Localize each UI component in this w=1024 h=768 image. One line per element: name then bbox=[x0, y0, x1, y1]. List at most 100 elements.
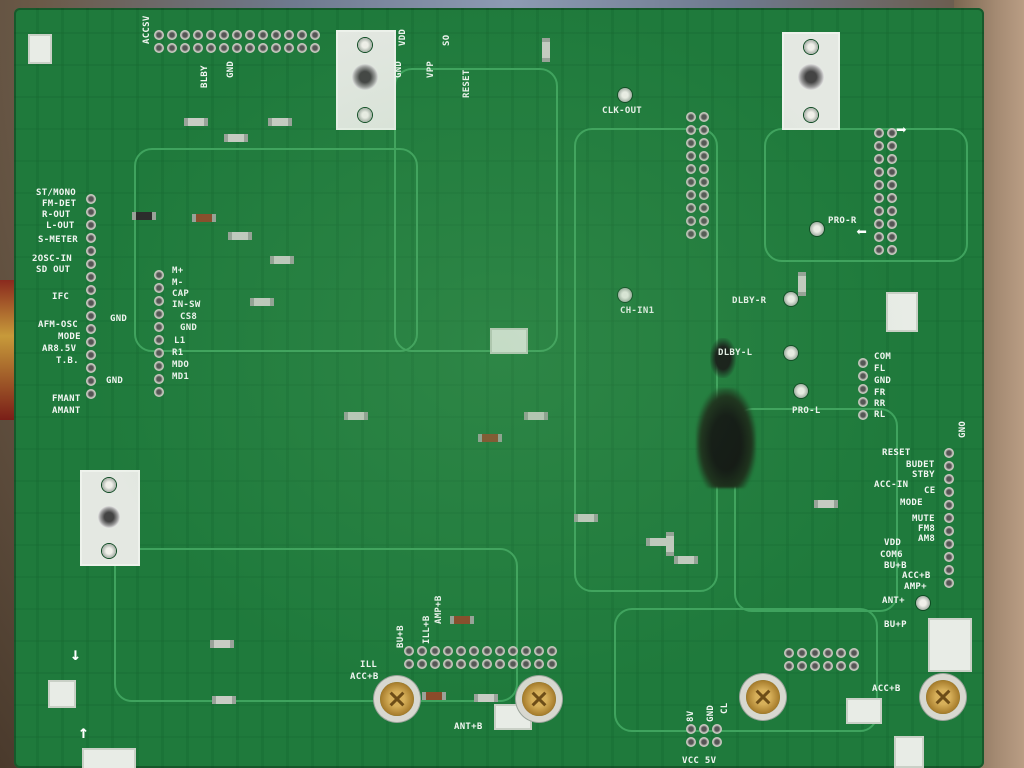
burn-mark bbox=[696, 388, 756, 488]
silk-label-acc-b-bottom-right: ACC+B bbox=[872, 684, 901, 694]
arrow-up-icon: ↑ bbox=[78, 722, 89, 743]
smd-component bbox=[542, 38, 550, 62]
arrow-down-icon: ↓ bbox=[70, 644, 81, 665]
silk-label-l-out: L-OUT bbox=[46, 221, 75, 231]
test-point-ch-in1 bbox=[618, 288, 632, 302]
silk-label-md1: MD1 bbox=[172, 372, 190, 382]
silk-label-ant-plus: ANT+ bbox=[882, 596, 905, 606]
copper-trace bbox=[574, 128, 718, 592]
silk-label-vdd-right: VDD bbox=[884, 538, 902, 548]
silk-label-st-mono: ST/MONO bbox=[36, 188, 77, 198]
silk-label-gnd-right: GND bbox=[874, 376, 892, 386]
silk-label-cs8: CS8 bbox=[180, 312, 198, 322]
smd-component bbox=[228, 232, 252, 240]
silk-label-accsv: ACCSV bbox=[142, 15, 152, 44]
silk-label-gnd-top: GND bbox=[226, 60, 236, 78]
connector-header-bottom bbox=[404, 646, 557, 669]
test-pad-block bbox=[490, 328, 528, 354]
silk-label-dlby-l: DLBY-L bbox=[718, 348, 753, 358]
silk-label-rr: RR bbox=[874, 399, 886, 409]
silk-label-ill-b: ILL+B bbox=[422, 615, 432, 644]
mounting-hole bbox=[98, 506, 120, 528]
connector-header-chip bbox=[686, 112, 709, 239]
solder-pad bbox=[804, 40, 818, 54]
silk-label-mdo: MDO bbox=[172, 360, 190, 370]
silk-label-in-sw: IN-SW bbox=[172, 300, 201, 310]
smd-component bbox=[478, 434, 502, 442]
mounting-frame-top-right bbox=[782, 32, 840, 130]
solder-pad bbox=[102, 478, 116, 492]
silk-label-vdd: VDD bbox=[398, 28, 408, 46]
silk-label-gnd-bottom: GND bbox=[706, 704, 716, 722]
silk-label-com: COM bbox=[874, 352, 892, 362]
mounting-hole bbox=[798, 64, 824, 90]
smd-component bbox=[192, 214, 216, 222]
silk-label-acc-b-bottom: ACC+B bbox=[350, 672, 379, 682]
copper-trace bbox=[734, 408, 898, 612]
connector-header-right-lower bbox=[858, 358, 868, 420]
silk-label-mode-left: MODE bbox=[58, 332, 81, 342]
silk-label-afm-osc: AFM-OSC bbox=[38, 320, 79, 330]
test-point-pro-l bbox=[794, 384, 808, 398]
mounting-hole bbox=[352, 64, 378, 90]
silk-label-am8: AM8 bbox=[918, 534, 936, 544]
smd-component bbox=[270, 256, 294, 264]
mounting-screw bbox=[522, 682, 556, 716]
silk-label-gno: GNO bbox=[958, 420, 968, 438]
silk-label-reset-top: RESET bbox=[462, 69, 472, 98]
silk-label-fm-det: FM-DET bbox=[42, 199, 77, 209]
silk-label-blby: BLBY bbox=[200, 65, 210, 88]
silk-label-ch-in1: CH-IN1 bbox=[620, 306, 655, 316]
silk-label-pro-l: PRO-L bbox=[792, 406, 821, 416]
solder-pad bbox=[804, 108, 818, 122]
silk-label-gnd-mid: GND bbox=[180, 323, 198, 333]
test-point-clk-out bbox=[618, 88, 632, 102]
silk-label-gnd-top2: GND bbox=[394, 60, 404, 78]
silk-label-r-out: R-OUT bbox=[42, 210, 71, 220]
solder-pad bbox=[358, 38, 372, 52]
smd-component bbox=[574, 514, 598, 522]
copper-trace bbox=[614, 608, 878, 732]
silk-label-budet: BUDET bbox=[906, 460, 935, 470]
silk-label-fl: FL bbox=[874, 364, 886, 374]
silk-label-acc-in: ACC-IN bbox=[874, 480, 909, 490]
silk-label-vpp: VPP bbox=[426, 60, 436, 78]
test-pad-block bbox=[82, 748, 136, 768]
smd-component bbox=[212, 696, 236, 704]
circuit-board: ACCSV BLBY GND GND VDD VPP SO RESET CLK-… bbox=[14, 8, 984, 768]
silk-label-ar85v: AR8.5V bbox=[42, 344, 77, 354]
smd-component bbox=[646, 538, 670, 546]
silk-label-bu-b-right: BU+B bbox=[884, 561, 907, 571]
connector-header-left bbox=[86, 194, 96, 399]
silk-label-s-meter: S-METER bbox=[38, 235, 79, 245]
copper-trace bbox=[134, 148, 418, 352]
silk-label-so: SO bbox=[442, 34, 452, 46]
silk-label-cl: CL bbox=[720, 702, 730, 714]
test-pad-block bbox=[48, 680, 76, 708]
smd-component bbox=[184, 118, 208, 126]
mounting-screw bbox=[380, 682, 414, 716]
silk-label-amp-plus: AMP+ bbox=[904, 582, 927, 592]
smd-component bbox=[674, 556, 698, 564]
smd-component bbox=[224, 134, 248, 142]
test-pad-block bbox=[928, 618, 972, 672]
smd-component bbox=[250, 298, 274, 306]
smd-component bbox=[524, 412, 548, 420]
burn-mark bbox=[710, 338, 736, 378]
silk-label-r1: R1 bbox=[172, 348, 184, 358]
silk-label-sd-out: SD OUT bbox=[36, 265, 71, 275]
smd-component bbox=[132, 212, 156, 220]
silk-label-ifc: IFC bbox=[52, 292, 70, 302]
smd-component bbox=[344, 412, 368, 420]
connector-header-bottom-center bbox=[686, 724, 722, 747]
silk-label-m-minus: M- bbox=[172, 278, 184, 288]
silk-label-mode-right: MODE bbox=[900, 498, 923, 508]
test-pad-block bbox=[886, 292, 918, 332]
test-point-pro-r bbox=[810, 222, 824, 236]
test-point-ant bbox=[916, 596, 930, 610]
silk-label-mute: MUTE bbox=[912, 514, 935, 524]
silk-label-bu-b-bottom: BU+B bbox=[396, 625, 406, 648]
mounting-screw bbox=[926, 680, 960, 714]
copper-trace bbox=[394, 68, 558, 352]
smd-component bbox=[798, 272, 806, 296]
